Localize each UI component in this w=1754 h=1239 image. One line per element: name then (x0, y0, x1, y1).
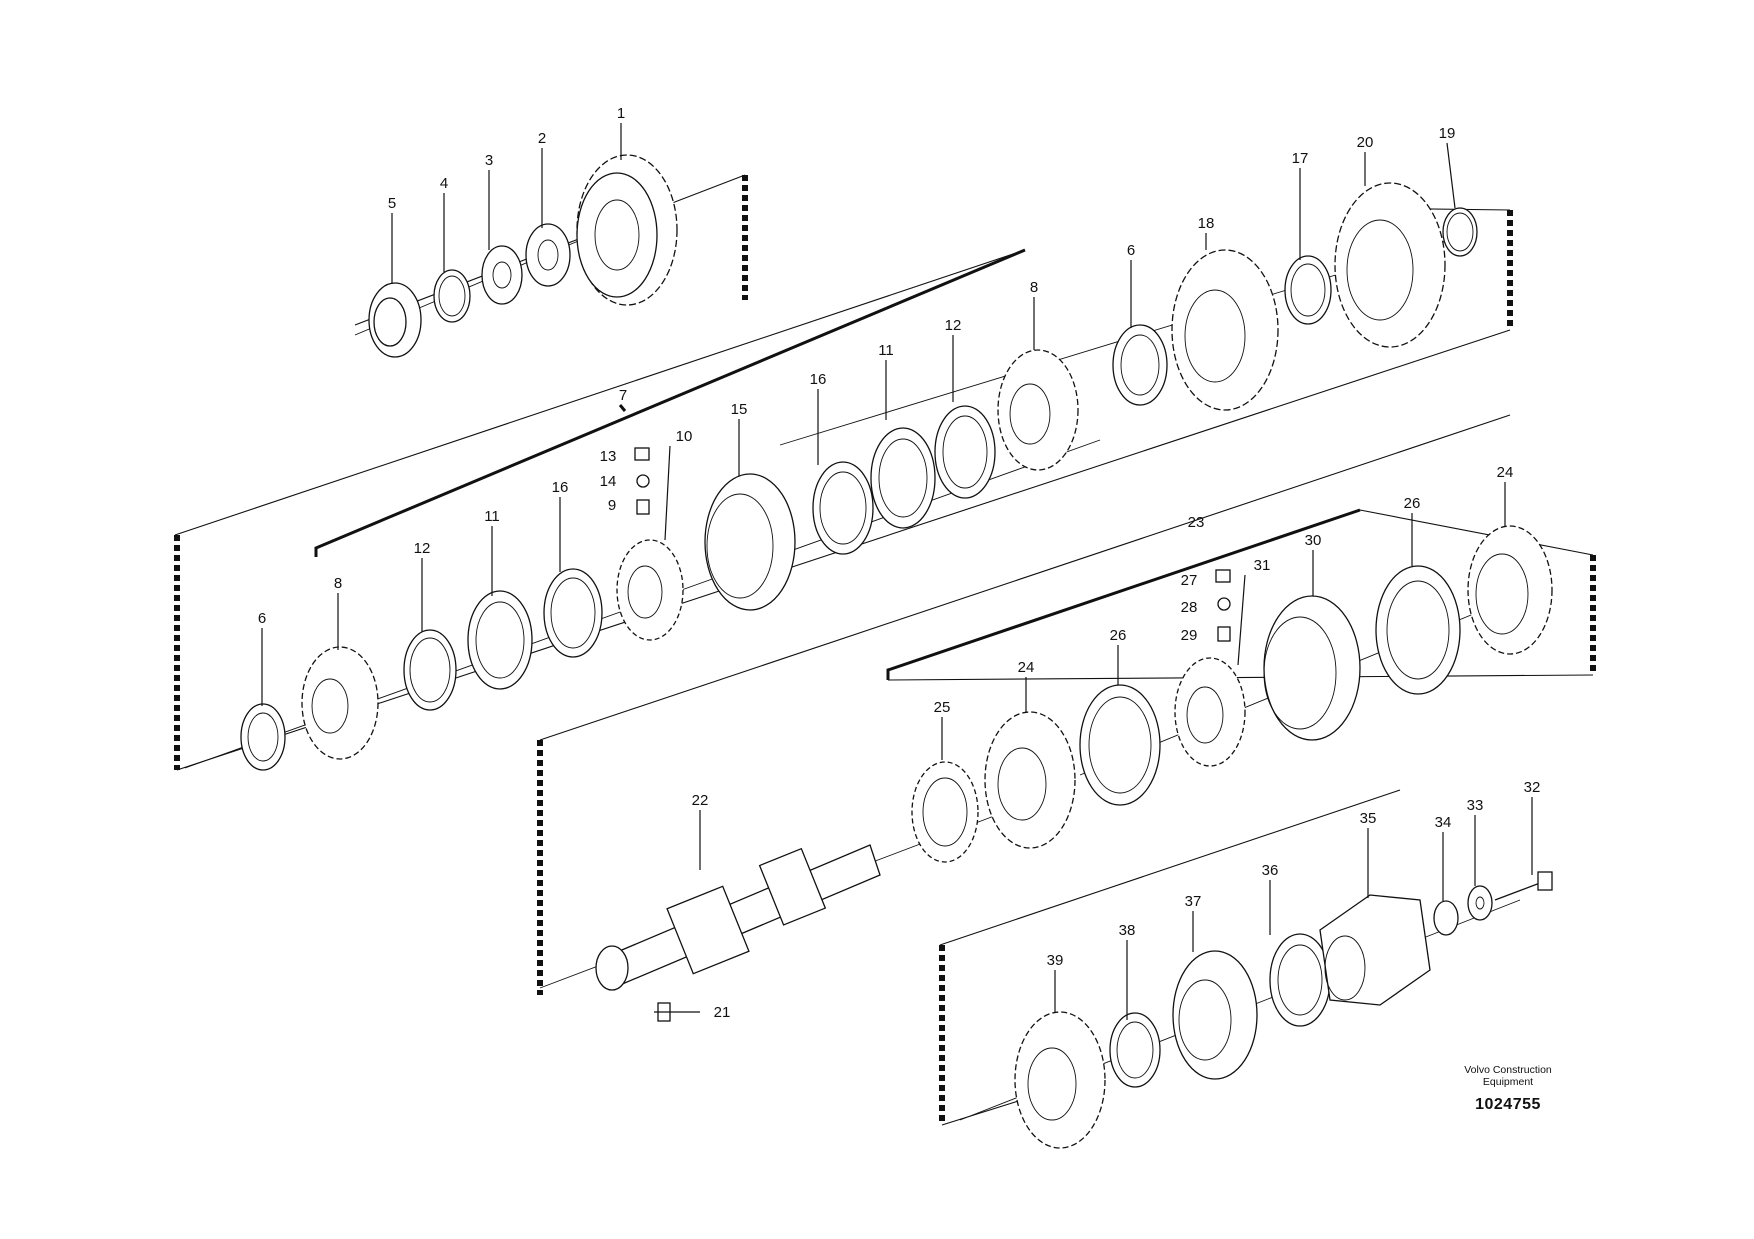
callout-15: 15 (731, 401, 748, 418)
callout-39: 39 (1047, 952, 1064, 969)
callout-3: 3 (485, 152, 493, 169)
callout-34: 34 (1435, 814, 1452, 831)
callout-25: 25 (934, 699, 951, 716)
brand-line-2: Equipment (1482, 1076, 1534, 1088)
callout-27: 27 (1181, 572, 1198, 589)
callout-35: 35 (1360, 810, 1377, 827)
bearing-part (1172, 950, 1258, 1080)
callout-10: 10 (676, 428, 693, 445)
callout-22: 22 (692, 792, 709, 809)
thrust-washer-part (525, 223, 571, 287)
snap-ring-part (433, 269, 471, 323)
washer-part (481, 245, 523, 305)
callout-18: 18 (1198, 215, 1215, 232)
gear-part (997, 349, 1079, 471)
callout-11: 11 (878, 342, 894, 359)
sleeve-part (1263, 595, 1361, 741)
callout-7: 7 (619, 387, 627, 404)
callout-9: 9 (608, 497, 616, 514)
callout-21: 21 (714, 1004, 731, 1021)
gear-part (576, 154, 678, 306)
publisher-caption: Volvo Construction Equipment 1024755 (1428, 1064, 1588, 1114)
callout-12: 12 (414, 540, 431, 557)
gear-part (1467, 525, 1553, 655)
sleeve-part (704, 473, 796, 611)
callout-30: 30 (1305, 532, 1322, 549)
mainshaft-part (595, 844, 881, 1022)
gear-part (984, 711, 1076, 849)
gear-part (301, 646, 379, 760)
leader-lines (261, 123, 1533, 1020)
brand-line-1: Volvo Construction (1464, 1064, 1552, 1076)
callout-31: 31 (1254, 557, 1271, 574)
callout-33: 33 (1467, 797, 1484, 814)
callout-2: 2 (538, 130, 546, 147)
callout-24: 24 (1497, 464, 1514, 481)
parts (240, 154, 1553, 1149)
callout-17: 17 (1292, 150, 1309, 167)
gear-part (1171, 249, 1279, 411)
callout-26: 26 (1110, 627, 1127, 644)
bolt-part (1494, 871, 1553, 901)
callout-12: 12 (945, 317, 962, 334)
gear-part (1014, 1011, 1106, 1149)
callout-6: 6 (1127, 242, 1135, 259)
group-outlines (174, 174, 1596, 1126)
yoke-flange-part (1319, 894, 1431, 1006)
callout-8: 8 (1030, 279, 1038, 296)
callout-38: 38 (1119, 922, 1136, 939)
callout-labels: 1 2 3 4 5 6 6 7 8 8 9 10 11 11 12 12 13 … (258, 105, 1541, 1021)
callout-11: 11 (484, 508, 500, 525)
callout-28: 28 (1181, 599, 1198, 616)
callout-23: 23 (1188, 514, 1205, 531)
callout-16: 16 (810, 371, 827, 388)
callout-19: 19 (1439, 125, 1456, 142)
callout-24: 24 (1018, 659, 1035, 676)
callout-20: 20 (1357, 134, 1374, 151)
callout-13: 13 (600, 448, 617, 465)
gear-part (1334, 182, 1446, 348)
callout-36: 36 (1262, 862, 1279, 879)
callout-14: 14 (600, 473, 617, 490)
callout-32: 32 (1524, 779, 1541, 796)
bearing-part (368, 282, 422, 358)
callout-16: 16 (552, 479, 569, 496)
document-number: 1024755 (1475, 1096, 1541, 1113)
callout-8: 8 (334, 575, 342, 592)
callout-4: 4 (440, 175, 448, 192)
callout-1: 1 (617, 105, 625, 122)
callout-5: 5 (388, 195, 396, 212)
synchro-hub-part (1174, 657, 1246, 767)
gear-part (911, 761, 979, 863)
callout-26: 26 (1404, 495, 1421, 512)
callout-6: 6 (258, 610, 266, 627)
callout-29: 29 (1181, 627, 1198, 644)
callout-37: 37 (1185, 893, 1202, 910)
synchro-hub-part (616, 539, 684, 641)
